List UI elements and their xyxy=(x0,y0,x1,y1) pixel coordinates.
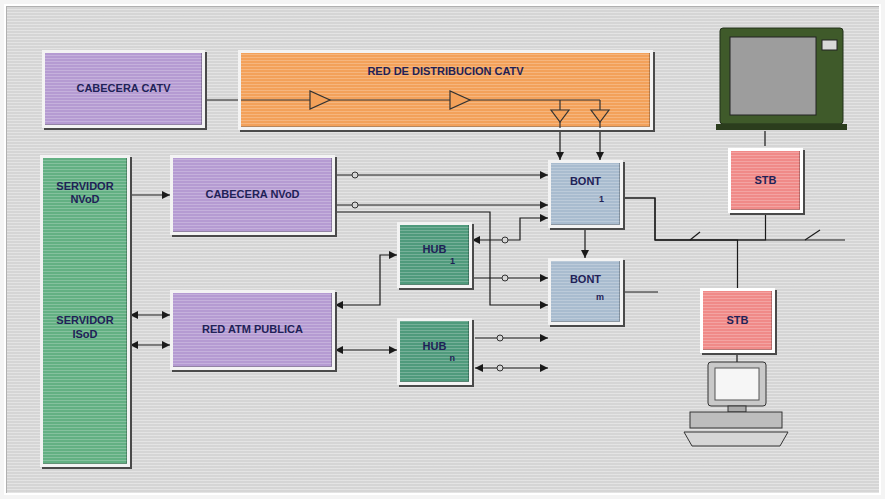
pc-screen xyxy=(715,368,759,400)
hub-box: HUB1 xyxy=(397,222,472,288)
connector-line xyxy=(130,314,170,315)
node-label: BONT xyxy=(570,273,601,286)
node-label: RED DE DISTRIBUCION CATV xyxy=(367,65,523,78)
bus-branch xyxy=(690,232,700,240)
home-bus xyxy=(655,239,845,240)
connector-circle xyxy=(497,365,503,371)
tap-line xyxy=(599,100,600,110)
connector-line xyxy=(584,228,585,258)
amplifier-symbol xyxy=(450,91,470,109)
headend-box: CABECERA CATV xyxy=(42,50,205,128)
tv-cable xyxy=(764,131,765,146)
tv-screen xyxy=(730,37,816,115)
connector-circle xyxy=(352,202,358,208)
connector-line xyxy=(472,277,548,278)
connector-line xyxy=(130,194,170,195)
node-label: CABECERA NVoD xyxy=(205,188,299,201)
connector-circle xyxy=(352,172,358,178)
node-label: HUB xyxy=(423,243,447,256)
set-top-box: STB xyxy=(728,148,803,213)
connector-line xyxy=(335,255,397,305)
node-sublabel: m xyxy=(596,292,604,303)
output-line xyxy=(475,337,548,338)
connector-line xyxy=(335,174,548,175)
computer-illustration xyxy=(684,362,788,446)
connector-line xyxy=(130,344,170,345)
set-top-box: STB xyxy=(700,288,775,353)
connector-line xyxy=(559,130,560,160)
tv-control xyxy=(822,40,837,50)
network-box: RED ATM PUBLICA xyxy=(170,290,335,370)
tv-cabinet xyxy=(720,28,843,124)
connector-circle xyxy=(502,275,508,281)
node-sublabel: 1 xyxy=(450,256,455,267)
connector-line xyxy=(335,204,548,205)
connector-line xyxy=(599,130,600,160)
tv-illustration xyxy=(716,28,847,130)
connector-circle xyxy=(502,237,508,243)
tap-symbol xyxy=(591,110,609,122)
node-label: HUB xyxy=(423,340,447,353)
node-sublabel: n xyxy=(450,353,456,364)
node-sublabel: SERVIDOR ISoD xyxy=(47,314,123,340)
headend-box: CABECERA NVoD xyxy=(170,155,335,235)
network-band: RED DE DISTRIBUCION CATV xyxy=(238,50,653,130)
tap-line xyxy=(599,122,600,128)
pc-monitor xyxy=(708,362,766,406)
connector-circle xyxy=(497,335,503,341)
node-label: BONT xyxy=(570,175,601,188)
node-label: CABECERA CATV xyxy=(76,82,170,95)
connector-line xyxy=(335,212,548,305)
node-label: STB xyxy=(727,314,749,327)
bus-branch xyxy=(805,230,820,240)
pc-keyboard xyxy=(684,432,788,446)
connector-line xyxy=(472,218,548,240)
bont-box: BONT m xyxy=(548,258,623,325)
node-label: SERVIDOR NVoD xyxy=(47,180,123,206)
pc-stand xyxy=(728,406,746,412)
trunk-line xyxy=(241,99,600,100)
server-box: SERVIDOR NVoD SERVIDOR ISoD xyxy=(40,155,130,467)
tap-line xyxy=(559,122,560,128)
connector-line xyxy=(205,99,238,100)
amplifier-symbol xyxy=(310,91,330,109)
pc-case xyxy=(690,412,782,428)
node-label: RED ATM PUBLICA xyxy=(202,323,303,336)
tv-base xyxy=(716,124,847,130)
output-line xyxy=(475,367,548,368)
pc-cable xyxy=(736,355,737,362)
output-line xyxy=(625,291,658,292)
bont-box: BONT 1 xyxy=(548,160,623,228)
node-sublabel: 1 xyxy=(599,194,604,205)
connector-line xyxy=(335,349,397,350)
tap-symbol xyxy=(551,110,569,122)
connector-line xyxy=(623,198,738,288)
hub-box: HUBn xyxy=(397,318,472,385)
node-label: STB xyxy=(755,174,777,187)
tap-line xyxy=(559,100,560,110)
